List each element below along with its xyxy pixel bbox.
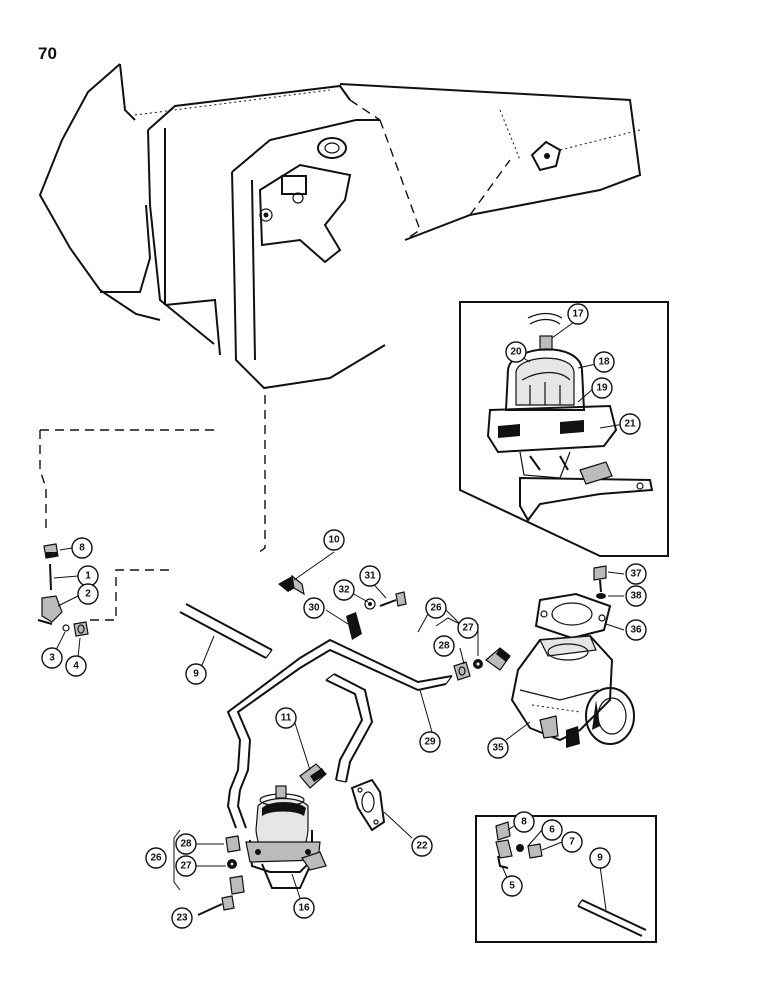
svg-text:4: 4 (73, 661, 79, 672)
bolt-23 (197, 895, 235, 916)
svg-text:16: 16 (298, 903, 310, 914)
fuel-filter (245, 785, 327, 889)
callout-21: 21 (619, 413, 641, 435)
fuel-tank (38, 63, 642, 390)
filter-fittings (225, 835, 245, 895)
svg-text:26: 26 (430, 603, 442, 614)
callout-26-filter: 26 (145, 847, 167, 869)
carb-fittings (453, 647, 511, 681)
svg-text:32: 32 (338, 585, 350, 596)
callout-28-carb: 28 (433, 635, 455, 657)
svg-text:30: 30 (308, 603, 320, 614)
svg-text:9: 9 (193, 669, 199, 680)
shutoff-valve-assembly (37, 543, 89, 637)
svg-text:20: 20 (510, 347, 522, 358)
svg-text:3: 3 (49, 653, 55, 664)
callout-23: 23 (171, 907, 193, 929)
callout-29: 29 (419, 731, 441, 753)
callout-18: 18 (593, 351, 615, 373)
callout-31: 31 (359, 565, 381, 587)
fuel-line-9 (179, 603, 273, 659)
svg-text:27: 27 (180, 861, 192, 872)
callout-19: 19 (591, 377, 613, 399)
svg-text:31: 31 (364, 571, 376, 582)
leader-lines (53, 321, 625, 911)
svg-text:35: 35 (492, 743, 504, 754)
callout-17: 17 (567, 303, 589, 325)
svg-text:17: 17 (572, 309, 584, 320)
svg-text:22: 22 (416, 841, 428, 852)
callout-20: 20 (505, 341, 527, 363)
callout-26-carb: 26 (425, 597, 447, 619)
svg-text:2: 2 (85, 589, 91, 600)
callout-9-inset: 9 (589, 847, 611, 869)
svg-text:5: 5 (509, 881, 515, 892)
callout-2: 2 (77, 583, 99, 605)
inset-fuel-pump (459, 301, 669, 557)
callout-7: 7 (561, 831, 583, 853)
svg-text:28: 28 (438, 641, 450, 652)
callout-27-carb: 27 (457, 617, 479, 639)
callout-16: 16 (293, 897, 315, 919)
svg-text:36: 36 (630, 625, 642, 636)
carburetor (510, 592, 635, 748)
svg-text:11: 11 (281, 713, 292, 724)
svg-text:8: 8 (521, 817, 527, 828)
svg-text:9: 9 (597, 853, 603, 864)
svg-text:8: 8 (79, 543, 85, 554)
svg-text:26: 26 (150, 853, 162, 864)
callout-35: 35 (487, 737, 509, 759)
inset-fitting-detail (475, 815, 657, 943)
callout-38: 38 (625, 585, 647, 607)
svg-text:37: 37 (630, 569, 642, 580)
callout-22: 22 (411, 835, 433, 857)
callout-6: 6 (541, 819, 563, 841)
svg-text:7: 7 (569, 837, 575, 848)
callout-28-filter: 28 (175, 833, 197, 855)
callout-30: 30 (303, 597, 325, 619)
callout-27-filter: 27 (175, 855, 197, 877)
fuel-line-main (226, 638, 453, 829)
callout-8-inset: 8 (513, 811, 535, 833)
svg-text:10: 10 (328, 535, 340, 546)
callout-3: 3 (41, 647, 63, 669)
svg-text:1: 1 (85, 571, 91, 582)
svg-text:21: 21 (624, 419, 636, 430)
connector-11 (299, 763, 327, 789)
callout-37: 37 (625, 563, 647, 585)
svg-text:6: 6 (549, 825, 555, 836)
bracket-hardware (346, 591, 407, 640)
gasket-22 (350, 778, 386, 832)
svg-text:29: 29 (424, 737, 436, 748)
callout-8: 8 (71, 537, 93, 559)
callout-1: 1 (77, 565, 99, 587)
svg-text:28: 28 (180, 839, 192, 850)
callout-32: 32 (333, 579, 355, 601)
svg-text:23: 23 (176, 913, 188, 924)
callout-9: 9 (185, 663, 207, 685)
carb-mount-hardware (593, 565, 607, 599)
callout-5: 5 (501, 875, 523, 897)
page-number: 70 (38, 44, 57, 63)
callout-36: 36 (625, 619, 647, 641)
callout-4: 4 (65, 655, 87, 677)
svg-text:38: 38 (630, 591, 642, 602)
clamp-10 (278, 574, 305, 596)
callout-10: 10 (323, 529, 345, 551)
svg-text:27: 27 (462, 623, 474, 634)
callout-11: 11 (275, 707, 297, 729)
svg-text:19: 19 (596, 383, 608, 394)
svg-text:18: 18 (598, 357, 610, 368)
